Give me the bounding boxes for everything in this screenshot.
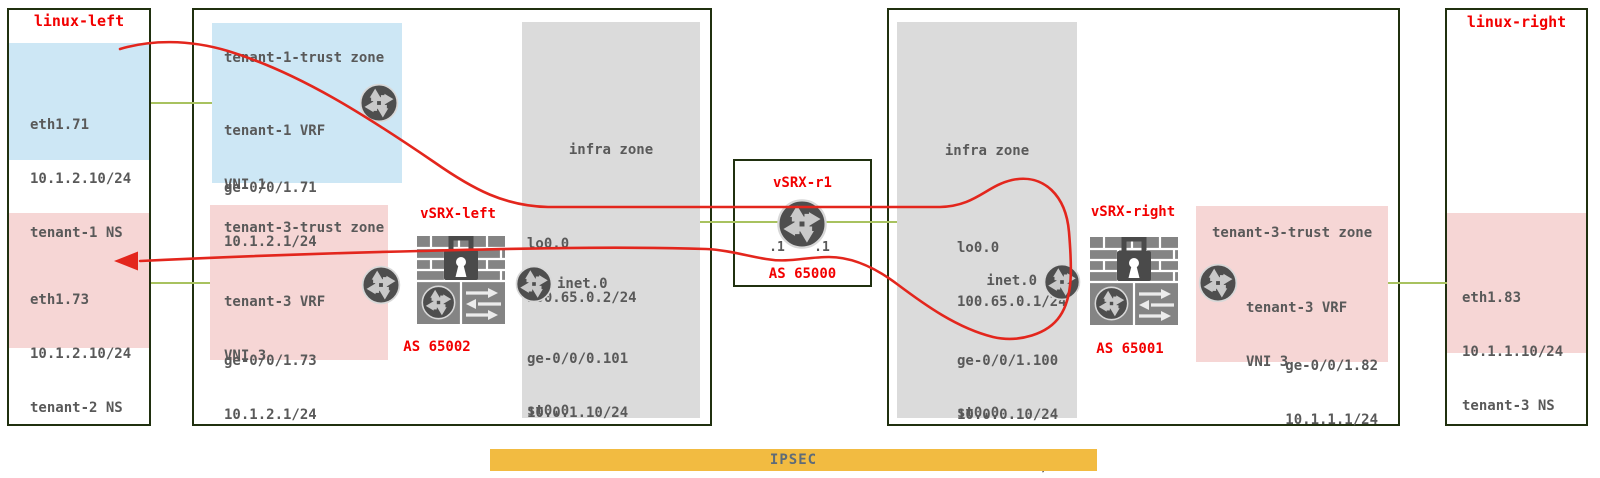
tenant-1-zone-title: tenant-1-trust zone — [224, 50, 385, 66]
ip-address: 10.0.1.10/24 — [527, 405, 629, 421]
infra-zone-left-title: infra zone — [568, 142, 654, 158]
namespace: tenant-1 NS — [30, 225, 123, 241]
linux-left-tenant2-label: eth1.73 10.1.2.10/24 tenant-2 NS — [30, 255, 131, 453]
namespace: tenant-3 NS — [1462, 398, 1555, 414]
interface-name: lo0.0 — [957, 240, 1000, 256]
tenant-3-right-interface-label: ge-0/0/1.82 10.1.1.1/24 — [1270, 321, 1378, 465]
ip-address: 10.1.2.1/24 — [224, 407, 317, 423]
juniper-router-icon — [514, 264, 554, 304]
vrf-name: tenant-3 VRF — [224, 294, 326, 310]
linux-right-tenant3-segment — [1447, 213, 1586, 353]
vrf-name: tenant-1 VRF — [224, 123, 326, 139]
vni-id: VNI 3 — [1246, 354, 1289, 370]
namespace: tenant-2 NS — [30, 400, 123, 416]
interface-name: eth1.73 — [30, 292, 90, 308]
linux-left-title: linux-left — [33, 12, 125, 30]
interface-name: ge-0/0/1.82 — [1285, 358, 1378, 374]
juniper-router-icon — [775, 197, 829, 251]
juniper-firewall-icon — [417, 236, 505, 324]
ip-address: 10.1.2.10/24 — [30, 171, 132, 187]
tenant-3-right-vrf-label: tenant-3 VRF VNI 3 — [1246, 263, 1347, 407]
interface-name: st0.0 — [527, 403, 570, 419]
vrf-name: tenant-3 VRF — [1246, 300, 1348, 316]
juniper-router-icon — [1197, 262, 1239, 304]
interface-name: eth1.71 — [30, 117, 90, 133]
vsrx-right-asn: AS 65001 — [1096, 341, 1164, 357]
ipsec-banner-label: IPSEC — [769, 452, 818, 468]
interface-name: ge-0/0/1.73 — [224, 353, 317, 369]
infra-right-inet-label: inet.0 — [986, 273, 1037, 289]
interface-name: st0.0 — [957, 405, 1000, 421]
juniper-firewall-icon — [1090, 237, 1178, 325]
interface-name: ge-0/0/1.100 — [957, 353, 1059, 369]
vsrx-r1-asn: AS 65000 — [768, 266, 837, 282]
linux-right-tenant3-label: eth1.83 10.1.1.10/24 tenant-3 NS — [1462, 253, 1563, 451]
juniper-router-icon — [1042, 262, 1082, 302]
infra-zone-right-title: infra zone — [944, 143, 1030, 159]
linux-right-node — [1445, 8, 1588, 426]
vni-id: VNI 3 — [224, 348, 267, 364]
tenant-3-right-zone-title: tenant-3-trust zone — [1212, 225, 1373, 241]
linux-right-title: linux-right — [1466, 13, 1567, 31]
infra-left-inet-label: inet.0 — [557, 276, 608, 292]
ip-address: 10.1.1.1/24 — [1285, 412, 1378, 428]
tenant-3-left-interface-label: ge-0/0/1.73 10.1.2.1/24 — [224, 316, 317, 460]
vsrx-left-name: vSRX-left — [420, 206, 496, 222]
interface-name: lo0.0 — [527, 236, 570, 252]
tenant-3-left-zone-title: tenant-3-trust zone — [224, 220, 385, 236]
vsrx-left-asn: AS 65002 — [403, 339, 471, 355]
ip-address: 10.1.2.10/24 — [30, 346, 132, 362]
ip-address: 10.0.0.10/24 — [957, 407, 1059, 423]
infra-left-ge-label: ge-0/0/0.101 10.0.1.10/24 — [527, 314, 628, 458]
infra-right-ge-label: ge-0/0/1.100 10.0.0.10/24 — [957, 316, 1058, 460]
interface-name: eth1.83 — [1462, 290, 1522, 306]
juniper-router-icon — [358, 82, 400, 124]
linux-left-tenant1-label: eth1.71 10.1.2.10/24 tenant-1 NS — [30, 80, 131, 278]
vsrx-r1-name: vSRX-r1 — [772, 175, 832, 191]
vsrx-right-name: vSRX-right — [1090, 204, 1176, 220]
ip-address: 10.1.1.10/24 — [1462, 344, 1564, 360]
juniper-router-icon — [360, 264, 402, 306]
interface-name: ge-0/0/0.101 — [527, 351, 629, 367]
ipsec-tunnel-banner: IPSEC — [490, 449, 1097, 471]
interface-name: ge-0/0/1.71 — [224, 180, 317, 196]
